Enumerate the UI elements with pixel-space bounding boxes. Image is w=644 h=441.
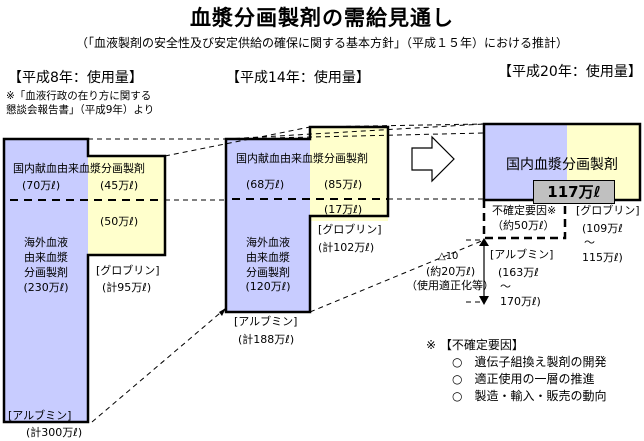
h14-foreign-amount: (120万ℓ) [245,280,291,293]
h14-albumin-total: (計188万ℓ) [238,333,295,346]
h14-globulin-bar [310,127,388,221]
h20-domestic-label: 国内血漿分画製剤 [506,157,618,173]
h20-reduction-delta: △10 [438,251,459,262]
h20-albumin-name: [アルブミン] [490,248,554,261]
h20-uncertain-label: 不確定要因※ [492,204,557,217]
h20-albumin-range-high: 170万ℓ) [500,295,541,308]
h20-globulin-range-high: 115万ℓ) [582,251,623,264]
h14-arrow-tip-icon [219,308,226,316]
h20-heading: 【平成20年：使用量】 [498,64,642,80]
h20-domestic-amount-badge: 117万ℓ [533,180,615,204]
h8-globulin-name: [グロブリン] [96,264,160,277]
h8-note-line2: 懇談会報告書」（平成9年）より [6,104,155,116]
h20-globulin-tilde: ～ [584,236,595,249]
h14-domestic-label: 国内献血由来血漿分画製剤 [236,152,368,165]
reduction-arrow-up-icon [479,238,489,246]
h8-foreign-amount: (230万ℓ) [23,281,69,294]
h8-heading: 【平成8年：使用量】 [8,70,143,86]
h20-reduction-amount: (約20万ℓ) [426,265,476,278]
h8-globulin-total: (計95万ℓ) [102,281,152,294]
h20-globulin-range-low: (109万ℓ [582,222,623,235]
h14-globulin-foreign: (17万ℓ) [324,203,363,216]
h14-heading: 【平成14年：使用量】 [226,70,370,86]
h8-globulin-domestic: (45万ℓ) [100,179,139,192]
h20-globulin-name: [グロブリン] [576,204,640,217]
h8-note-line1: ※「血液行政の在り方に関する [6,90,152,102]
h14-foreign-line3: 分画製剤 [246,266,290,279]
h14-globulin-name: [グロブリン] [318,223,382,236]
h8-foreign-line2: 由来血漿 [24,251,68,264]
h20-uncertain-amount: （約50万ℓ） [492,219,555,232]
h8-globulin-foreign: (50万ℓ) [100,215,139,228]
h20-albumin-tilde: ～ [500,280,511,293]
h14-globulin-total: (計102万ℓ) [318,241,375,254]
page-subtitle: （「血液製剤の安全性及び安定供給の確保に関する基本方針」（平成１５年）における推… [75,36,568,50]
h8-foreign-line3: 分画製剤 [24,266,68,279]
h14-outline [224,125,390,314]
legend-item: ○ 適正使用の一層の推進 [452,372,595,386]
h14-albumin-bar [226,139,310,312]
h20-albumin-range-low: (163万ℓ [498,266,539,279]
h8-domestic-label: 国内献血由来血漿分画製剤 [13,162,145,175]
h8-albumin-bar [4,139,88,422]
connector-lines [88,123,485,423]
h14-albumin-name: [アルブミン] [234,315,298,328]
h14-foreign-line2: 由来血漿 [246,251,290,264]
h20-uncertain-box [482,200,567,240]
h14-globulin-domestic: (85万ℓ) [324,178,363,191]
h8-albumin-total: (計300万ℓ) [26,426,83,439]
h8-globulin-bar [88,156,165,255]
right-arrow-icon [411,135,455,183]
h8-albumin-domestic: (70万ℓ) [22,179,61,192]
h8-albumin-name: [アルブミン] [8,409,72,422]
legend-item: ○ 遺伝子組換え製剤の開発 [452,355,607,369]
h14-foreign-line1: 海外血液 [246,236,290,249]
h20-reduction-reason: （使用適正化等） [406,279,494,292]
h8-foreign-line1: 海外血液 [24,236,68,249]
h14-albumin-domestic: (68万ℓ) [246,178,285,191]
reduction-arrow-down-icon [479,296,489,305]
legend-title: ※ 【不確定要因】 [426,338,524,352]
legend-item: ○ 製造・輸入・販売の動向 [452,389,607,403]
page-title: 血漿分画製剤の需給見通し [190,6,454,30]
